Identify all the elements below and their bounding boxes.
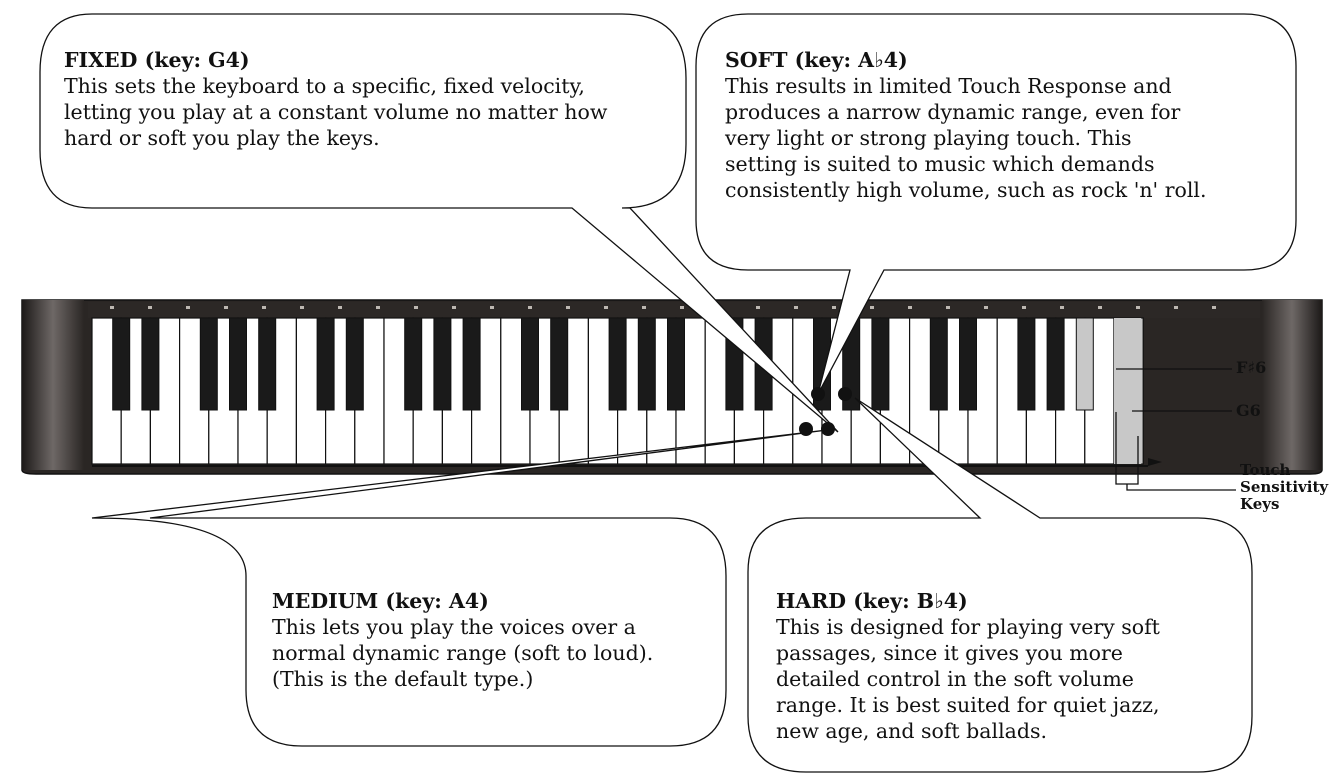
panel-led	[110, 306, 114, 309]
soft-callout-bubble	[695, 13, 1297, 395]
panel-led	[604, 306, 608, 309]
panel-led	[870, 306, 874, 309]
g6-label: G6	[1236, 401, 1261, 420]
panel-led	[946, 306, 950, 309]
fixed-key-dot	[799, 422, 813, 436]
black-key	[141, 317, 160, 411]
black-key	[258, 317, 277, 411]
black-key	[199, 317, 218, 411]
soft-callout: SOFT (key: A♭4) This results in limited …	[725, 47, 1285, 203]
black-keys	[112, 317, 1094, 411]
black-key	[404, 317, 423, 411]
black-key	[959, 317, 977, 411]
black-key	[345, 317, 364, 411]
panel-led	[832, 306, 836, 309]
black-key	[1075, 317, 1094, 411]
panel-led	[1212, 306, 1216, 309]
panel-led	[1060, 306, 1064, 309]
black-key	[316, 317, 335, 411]
black-key	[550, 317, 569, 411]
panel-led	[490, 306, 494, 309]
panel-led	[186, 306, 190, 309]
panel-led	[566, 306, 570, 309]
hard-callout-title: HARD (key: B♭4)	[776, 589, 968, 613]
control-panel-strip	[88, 302, 1260, 318]
hard-callout-bubble	[747, 397, 1253, 773]
fixed-callout-title: FIXED (key: G4)	[64, 48, 250, 72]
left-end-cap	[22, 300, 84, 470]
medium-callout-title: MEDIUM (key: A4)	[272, 589, 489, 613]
fixed-callout-text: This sets the keyboard to a specific, fi…	[64, 74, 608, 150]
panel-leds	[110, 306, 1216, 309]
black-key	[608, 317, 627, 411]
black-key	[433, 317, 452, 411]
touch-sensitivity-keys-label: Touch Sensitivity Keys	[1240, 461, 1329, 513]
hard-callout: HARD (key: B♭4) This is designed for pla…	[776, 588, 1246, 744]
panel-led	[414, 306, 418, 309]
panel-led	[908, 306, 912, 309]
soft-key-dot	[811, 387, 825, 401]
fixed-callout: FIXED (key: G4) This sets the keyboard t…	[64, 47, 674, 151]
f-sharp-6-label: F♯6	[1236, 358, 1267, 377]
right-end-cap	[1262, 300, 1322, 470]
hard-key-dot	[838, 387, 852, 401]
panel-led	[148, 306, 152, 309]
medium-callout: MEDIUM (key: A4) This lets you play the …	[272, 588, 718, 692]
panel-led	[642, 306, 646, 309]
panel-led	[1098, 306, 1102, 309]
black-key	[1017, 317, 1036, 411]
right-arrow-marker	[1148, 458, 1162, 466]
touch-key-highlight	[1114, 318, 1142, 464]
panel-led	[528, 306, 532, 309]
black-key	[521, 317, 539, 411]
black-key	[229, 317, 247, 411]
panel-led	[300, 306, 304, 309]
black-key	[462, 317, 481, 411]
panel-led	[756, 306, 760, 309]
panel-led	[1136, 306, 1140, 309]
hard-callout-text: This is designed for playing very soft p…	[776, 615, 1160, 743]
black-key	[112, 317, 131, 411]
black-key	[637, 317, 656, 411]
panel-led	[224, 306, 228, 309]
panel-led	[338, 306, 342, 309]
panel-led	[262, 306, 266, 309]
soft-callout-text: This results in limited Touch Response a…	[725, 74, 1207, 202]
medium-key-dot	[821, 422, 835, 436]
black-key	[1046, 317, 1065, 411]
medium-callout-bubble	[91, 429, 828, 747]
medium-callout-text: This lets you play the voices over a nor…	[272, 615, 654, 691]
soft-callout-title: SOFT (key: A♭4)	[725, 48, 908, 72]
black-key	[929, 317, 948, 411]
black-key	[871, 317, 890, 411]
panel-led	[1174, 306, 1178, 309]
panel-led	[1022, 306, 1026, 309]
panel-led	[794, 306, 798, 309]
black-key	[667, 317, 685, 411]
fixed-callout-bubble	[39, 13, 839, 433]
panel-led	[680, 306, 684, 309]
panel-led	[376, 306, 380, 309]
panel-led	[984, 306, 988, 309]
panel-led	[452, 306, 456, 309]
touch-keys-bracket	[1115, 412, 1236, 491]
